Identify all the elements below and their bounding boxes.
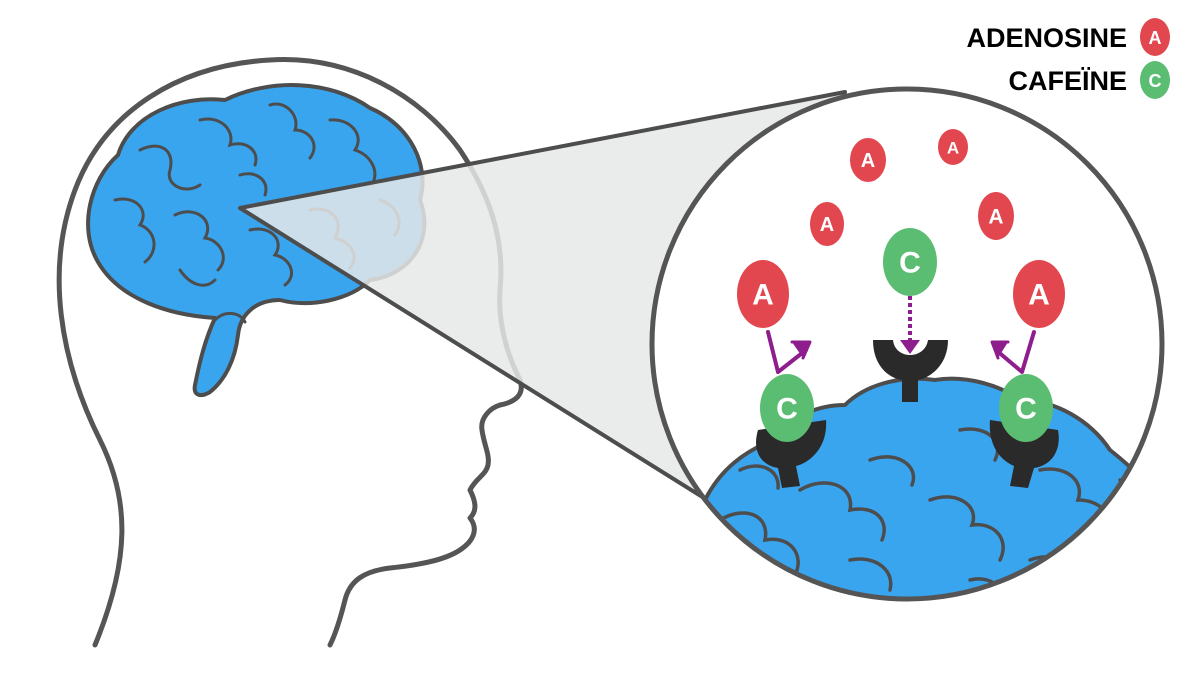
adenosine-molecule: A [810, 202, 844, 246]
svg-text:C: C [1149, 71, 1162, 91]
svg-text:A: A [947, 139, 959, 158]
adenosine-molecule: A [938, 129, 968, 165]
svg-text:C: C [899, 247, 921, 280]
receptor-center [873, 340, 948, 402]
legend-adenosine-icon: A [1140, 18, 1170, 56]
svg-text:A: A [1028, 279, 1050, 312]
svg-text:C: C [1015, 393, 1037, 426]
svg-text:C: C [776, 393, 798, 426]
svg-text:A: A [820, 214, 834, 236]
adenosine-molecule: A [850, 138, 886, 182]
svg-text:A: A [988, 206, 1003, 229]
caffeine-molecule: C [883, 228, 937, 296]
zoom-circle-outline [649, 86, 1165, 602]
legend-caffeine-icon: C [1140, 61, 1170, 99]
svg-text:A: A [1149, 28, 1162, 48]
displacement-arrow-left [766, 330, 812, 374]
svg-text:A: A [752, 279, 774, 312]
legend-adenosine-label: ADENOSINE [966, 23, 1127, 53]
svg-text:A: A [861, 150, 875, 172]
adenosine-molecule: A [1013, 260, 1065, 328]
receptor-right [989, 420, 1059, 488]
adenosine-molecule: A [737, 260, 789, 328]
caffeine-molecule: C [760, 374, 814, 442]
legend: ADENOSINE A CAFEÏNE C [966, 18, 1170, 99]
displacement-arrow-right [990, 330, 1036, 374]
legend-caffeine-label: CAFEÏNE [1008, 66, 1127, 96]
binding-arrow-center [900, 296, 920, 354]
caffeine-molecule: C [999, 374, 1053, 442]
adenosine-molecule: A [978, 192, 1014, 240]
